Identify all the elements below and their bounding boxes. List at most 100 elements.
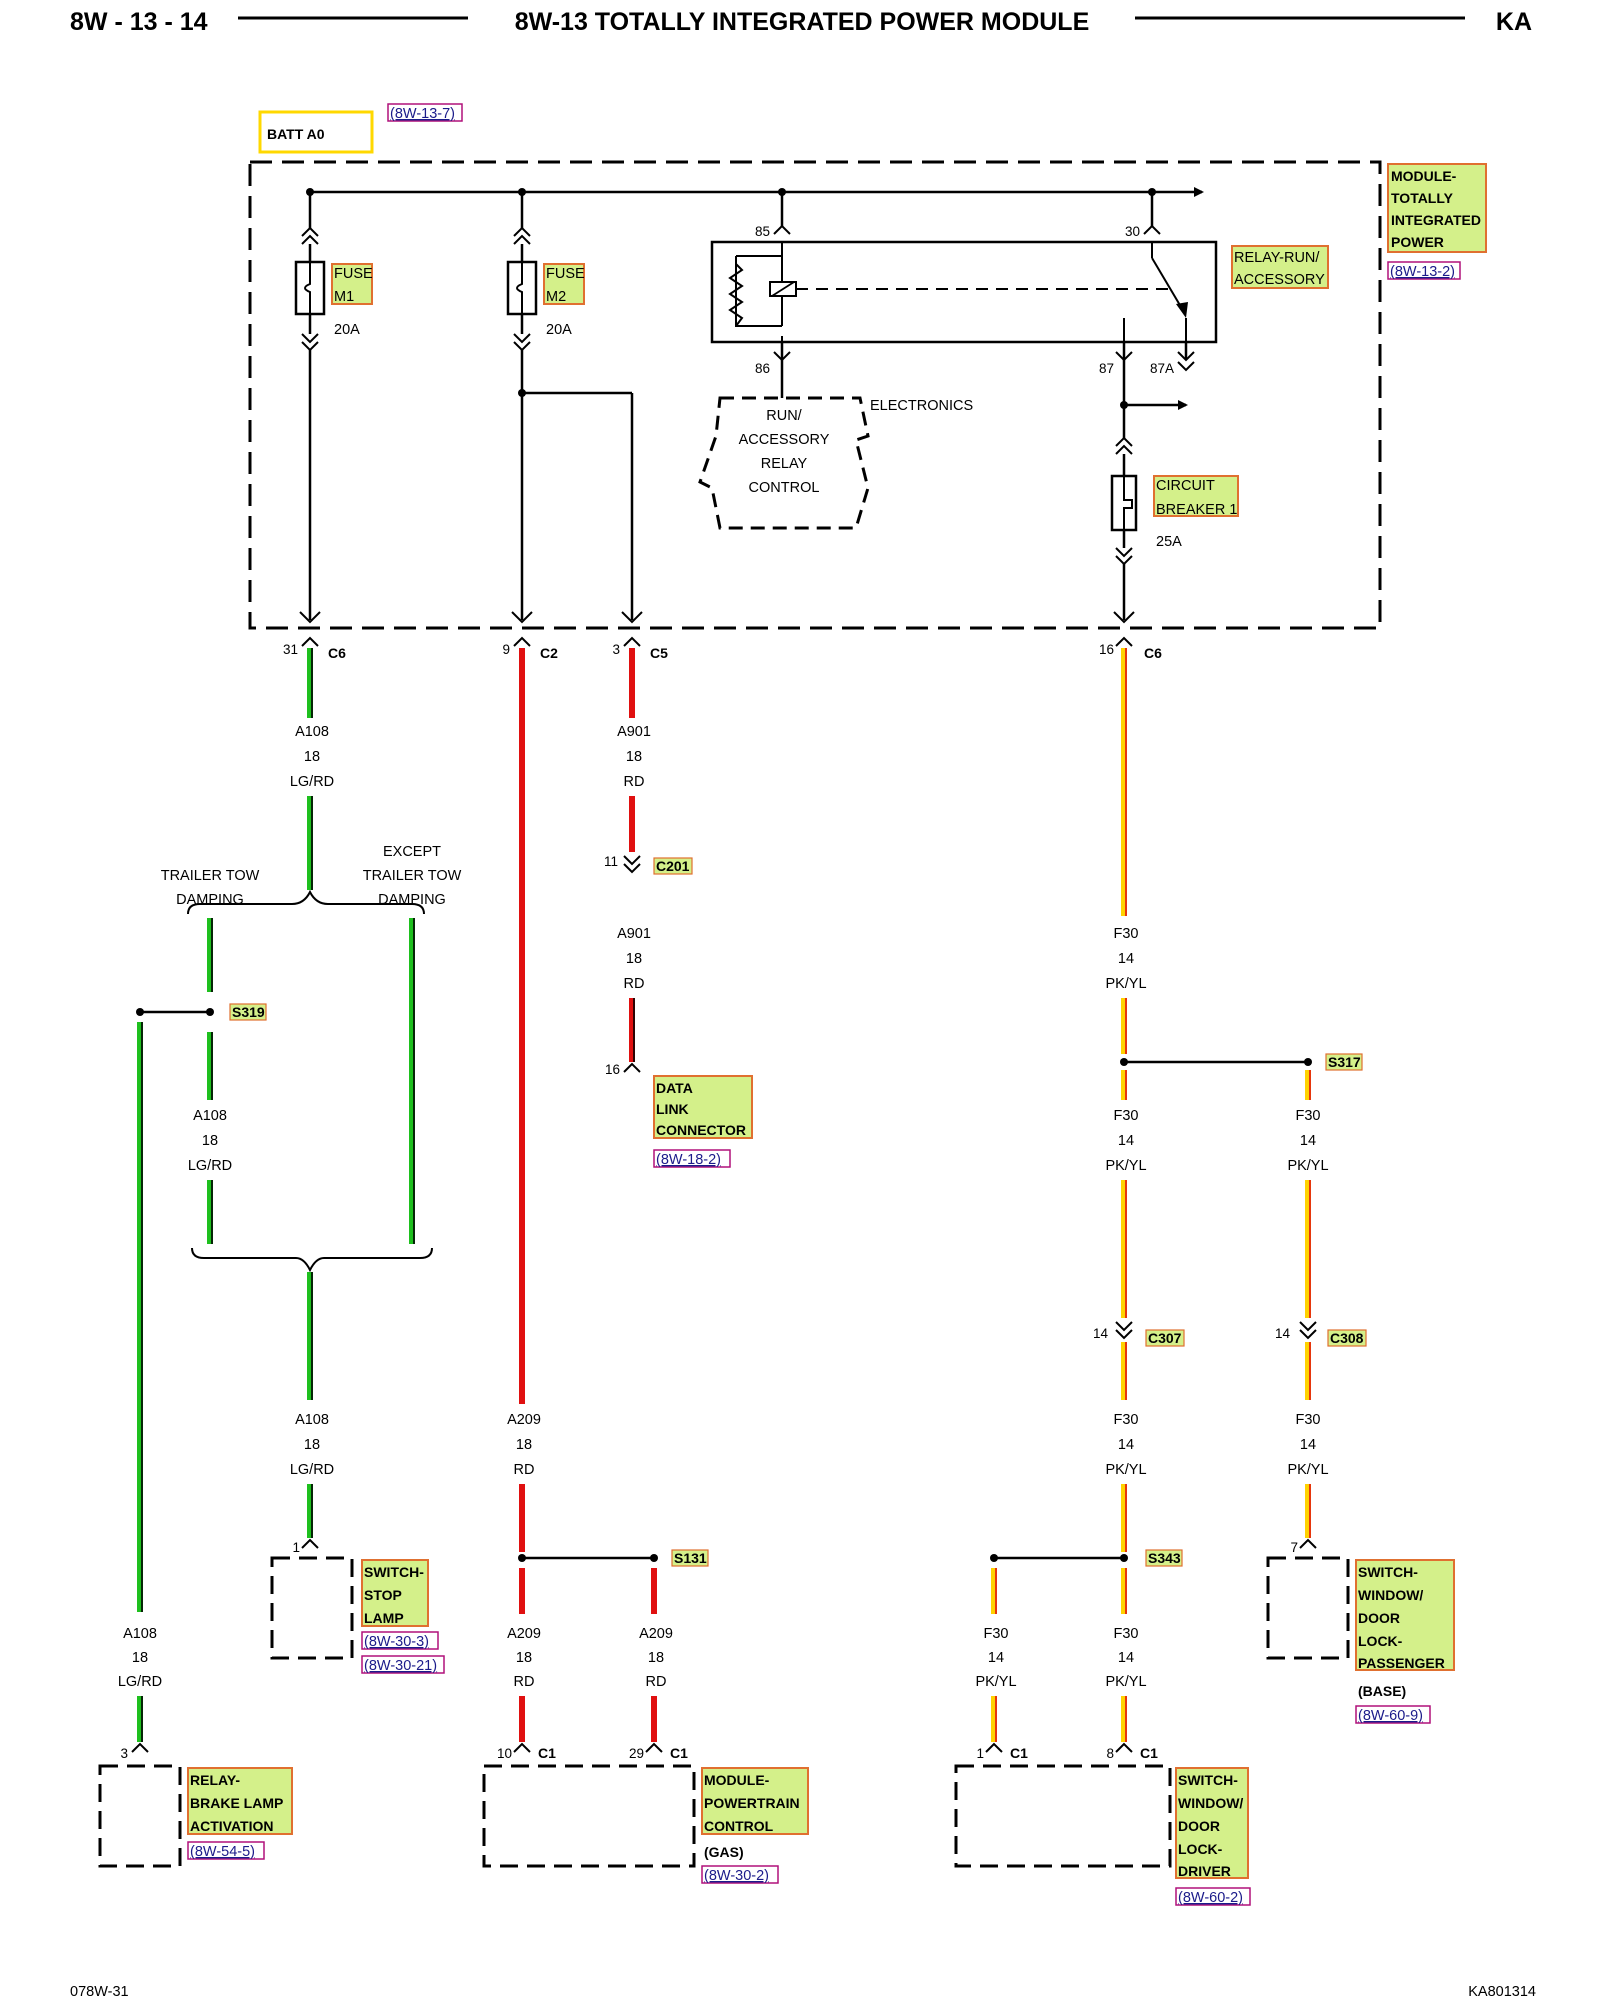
- c307-symbol: [1115, 1321, 1133, 1340]
- wire-a108-left: [137, 1022, 143, 1612]
- svg-text:PK/YL: PK/YL: [1105, 976, 1146, 992]
- c6a-connector-symbol: [301, 636, 319, 647]
- driver-label-2: WINDOW/: [1178, 1795, 1243, 1811]
- brake-relay-label-3: ACTIVATION: [190, 1818, 273, 1834]
- brake-relay-label-2: BRAKE LAMP: [190, 1795, 283, 1811]
- s131-node: [518, 1554, 526, 1562]
- dlc-ref[interactable]: (8W-18-2): [656, 1152, 721, 1168]
- stop-lamp-switch[interactable]: [270, 1556, 354, 1660]
- c307-pin: 14: [1093, 1326, 1109, 1341]
- c2-name: C2: [540, 645, 558, 661]
- svg-text:PK/YL: PK/YL: [1287, 1462, 1328, 1478]
- svg-text:18: 18: [202, 1133, 218, 1149]
- brake-relay-ref[interactable]: (8W-54-5): [190, 1844, 255, 1860]
- a901-low-label: A901 18 RD: [617, 926, 651, 992]
- batt-ref[interactable]: (8W-13-7): [390, 106, 455, 122]
- relay-label-1: RELAY-RUN/: [1234, 250, 1320, 266]
- dlc-label-3: CONNECTOR: [656, 1122, 746, 1138]
- brake-relay-label-box: [187, 1767, 293, 1835]
- stop-lamp-ref-2[interactable]: (8W-30-21): [364, 1658, 437, 1674]
- dlc-label-box[interactable]: [653, 1075, 753, 1139]
- f30-c307-label: F30 14 PK/YL: [1105, 1412, 1146, 1478]
- module-label-2: TOTALLY: [1391, 190, 1454, 206]
- svg-text:A901: A901: [617, 926, 651, 942]
- wire-f30-bl: [991, 1568, 997, 1614]
- fuse-m1-label-1: FUSE: [334, 266, 373, 282]
- s343-node: [1120, 1554, 1128, 1562]
- c5-name: C5: [650, 645, 668, 661]
- driver-window-switch[interactable]: [954, 1764, 1172, 1868]
- stop-lamp-ref1-box: [361, 1631, 439, 1650]
- svg-text:PK/YL: PK/YL: [1105, 1462, 1146, 1478]
- f30-bl-label: F30 14 PK/YL: [975, 1626, 1016, 1690]
- a108-top-label: A108 18 LG/RD: [290, 724, 334, 790]
- footer-right-code: KA801314: [1468, 1984, 1536, 2000]
- wire-a901-low: [629, 998, 635, 1062]
- pcm-label-box: [701, 1767, 809, 1835]
- pcm-ref-box: [701, 1865, 779, 1884]
- brake-lamp-relay[interactable]: [98, 1764, 182, 1868]
- pass-ref[interactable]: (8W-60-9): [1358, 1708, 1423, 1724]
- fuse-m1: [294, 192, 326, 624]
- a209-top-label: A209 18 RD: [507, 1412, 541, 1478]
- svg-text:A108: A108: [295, 1412, 329, 1428]
- svg-text:RD: RD: [514, 1462, 535, 1478]
- s131-label: S131: [674, 1550, 707, 1566]
- relay-label-box: [1231, 245, 1329, 289]
- svg-text:F30: F30: [1296, 1412, 1321, 1428]
- svg-text:A209: A209: [639, 1626, 673, 1642]
- svg-text:RD: RD: [624, 774, 645, 790]
- s319-node-left: [136, 1008, 144, 1016]
- driver-ref[interactable]: (8W-60-2): [1178, 1890, 1243, 1906]
- stop-lamp-ref-1[interactable]: (8W-30-3): [364, 1634, 429, 1650]
- wire-f30-r1: [1305, 1070, 1311, 1100]
- svg-text:14: 14: [1300, 1437, 1316, 1453]
- svg-text:18: 18: [304, 1437, 320, 1453]
- c308-symbol: [1299, 1321, 1317, 1340]
- drv-c1a-pin: 1: [976, 1746, 984, 1761]
- s319-label: S319: [232, 1004, 265, 1020]
- wire-f30-c308: [1305, 1342, 1311, 1400]
- svg-text:PK/YL: PK/YL: [1287, 1158, 1328, 1174]
- powertrain-control-module[interactable]: [482, 1764, 696, 1868]
- svg-text:A209: A209: [507, 1412, 541, 1428]
- svg-text:18: 18: [516, 1650, 532, 1666]
- wire-a108-top: [307, 648, 313, 718]
- f30-c308-label: F30 14 PK/YL: [1287, 1412, 1328, 1478]
- s319-node: [206, 1008, 214, 1016]
- pass-switch-label-box: [1355, 1559, 1455, 1671]
- c307-name: C307: [1148, 1330, 1182, 1346]
- svg-text:A108: A108: [295, 724, 329, 740]
- wire-f30-r1-2: [1305, 1180, 1311, 1318]
- wire-f30-top: [1121, 648, 1127, 916]
- relay-pin-30: 30: [1125, 224, 1140, 239]
- batt-ref-box: [387, 103, 463, 122]
- pcm-c1a-pin: 10: [497, 1746, 512, 1761]
- batt-label-box: [258, 110, 374, 154]
- drv-c1b-name: C1: [1140, 1745, 1158, 1761]
- module-ref[interactable]: (8W-13-2): [1390, 264, 1455, 280]
- s319-label-bg: [229, 1003, 267, 1021]
- passenger-window-switch[interactable]: [1266, 1556, 1350, 1660]
- f30-r1-label: F30 14 PK/YL: [1287, 1108, 1328, 1174]
- pass-label-3: DOOR: [1358, 1610, 1400, 1626]
- svg-text:14: 14: [988, 1650, 1004, 1666]
- c307-label-bg: [1145, 1329, 1185, 1347]
- svg-text:F30: F30: [1114, 926, 1139, 942]
- pass-pin: 7: [1290, 1540, 1298, 1555]
- pcm-c1b-symbol: [645, 1742, 663, 1753]
- brake-relay-pin: 3: [120, 1746, 128, 1761]
- s131-node-right: [650, 1554, 658, 1562]
- c308-pin: 14: [1275, 1326, 1291, 1341]
- pcm-ref[interactable]: (8W-30-2): [704, 1868, 769, 1884]
- wire-a108-brake: [137, 1696, 143, 1742]
- stop-lamp-connector: [301, 1538, 319, 1549]
- brake-relay-connector: [131, 1742, 149, 1753]
- wire-f30-top-2: [1121, 998, 1127, 1054]
- pcm-label-2: POWERTRAIN: [704, 1795, 800, 1811]
- pcm-c1b-name: C1: [670, 1745, 688, 1761]
- footer-left-code: 078W-31: [70, 1984, 129, 2000]
- pass-ref-box: [1355, 1705, 1431, 1724]
- breaker-label-1: CIRCUIT: [1156, 478, 1215, 494]
- svg-text:F30: F30: [1114, 1626, 1139, 1642]
